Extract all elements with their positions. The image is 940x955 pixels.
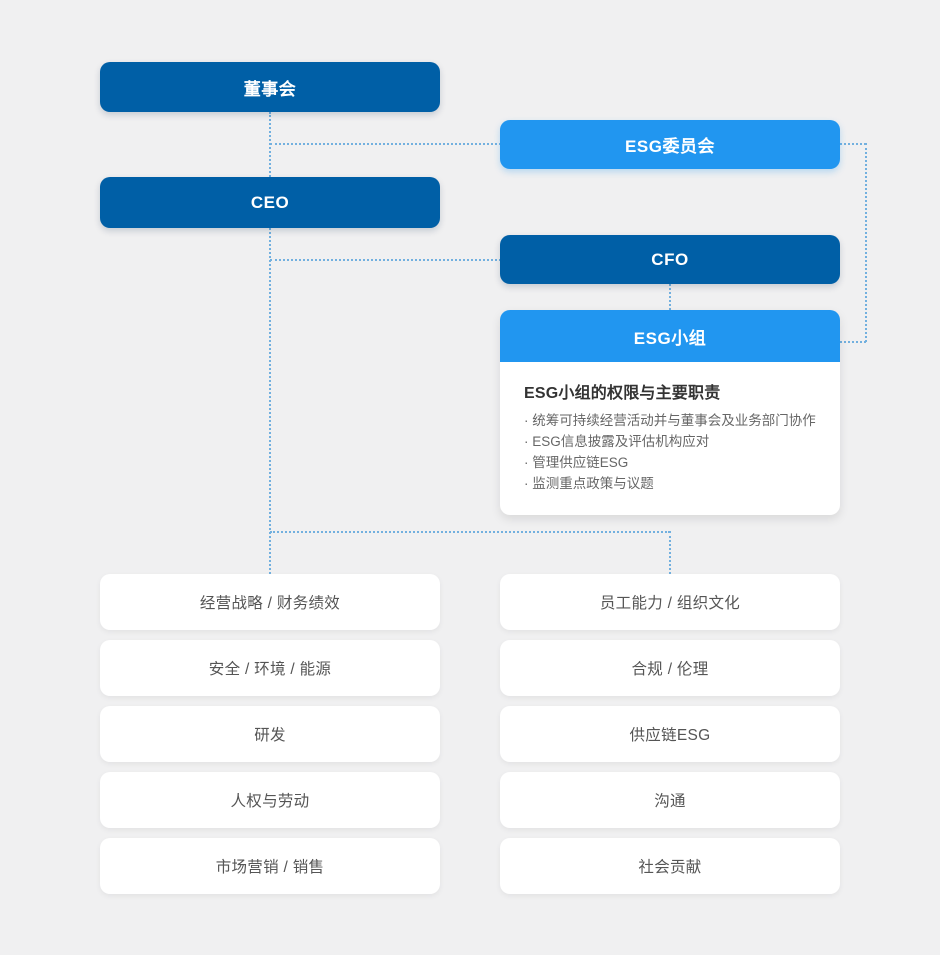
department-card: 沟通: [500, 772, 840, 828]
esg-team-duties-title: ESG小组的权限与主要职责: [524, 385, 721, 402]
esg-team-node: ESG小组: [500, 310, 840, 362]
departments-column-right: 员工能力 / 组织文化合规 / 伦理供应链ESG 沟通社会贡献: [500, 574, 840, 894]
department-card: 研发: [100, 706, 440, 762]
esg-committee-node: ESG委员会: [500, 120, 840, 169]
connector-board-to-esg-committee: [270, 143, 501, 145]
connector-ceo-to-departments: [269, 228, 271, 574]
esg-committee-label: ESG委员会: [625, 137, 715, 156]
ceo-label: CEO: [250, 192, 290, 212]
board-of-directors-label: 董事会: [243, 79, 297, 99]
department-card: 安全 / 环境 / 能源: [100, 640, 440, 696]
connector-esg-committee-right: [840, 143, 866, 145]
esg-team-panel: ESG小组 ESG小组的权限与主要职责 · 统筹可持续经营活动并与董事会及业务部…: [500, 310, 840, 515]
department-card: 员工能力 / 组织文化: [500, 574, 840, 630]
esg-team-duties-list: · 统筹可持续经营活动并与董事会及业务部门协作 · ESG信息披露及评估机构应对 ·…: [524, 410, 818, 494]
department-card: 经营战略 / 财务绩效: [100, 574, 440, 630]
connector-departments-branch: [270, 531, 670, 533]
department-card: 人权与劳动: [100, 772, 440, 828]
departments-column-left: 经营战略 / 财务绩效安全 / 环境 / 能源研发人权与劳动市场营销 / 销售: [100, 574, 440, 894]
connector-branch-to-right-column: [669, 531, 671, 574]
esg-team-label: ESG小组: [633, 328, 707, 348]
department-card: 供应链ESG: [500, 706, 840, 762]
department-card: 社会贡献: [500, 838, 840, 894]
duty-item: · 管理供应链ESG: [524, 455, 629, 470]
esg-team-duties-body: ESG小组的权限与主要职责 · 统筹可持续经营活动并与董事会及业务部门协作 · E…: [500, 362, 840, 515]
connector-esg-committee-side-down: [865, 143, 867, 342]
duty-item: · 监测重点政策与议题: [524, 476, 654, 491]
duty-item: · 统筹可持续经营活动并与董事会及业务部门协作: [524, 413, 816, 428]
duty-item: · ESG信息披露及评估机构应对: [524, 434, 710, 449]
cfo-node: CFO: [500, 235, 840, 284]
cfo-label: CFO: [651, 249, 689, 269]
department-card: 市场营销 / 销售: [100, 838, 440, 894]
board-of-directors-node: 董事会: [100, 62, 440, 112]
connector-cfo-to-esg-team: [669, 284, 671, 310]
connector-ceo-to-cfo: [270, 259, 501, 261]
department-card: 合规 / 伦理: [500, 640, 840, 696]
connector-side-to-esg-team: [840, 341, 866, 343]
ceo-node: CEO: [100, 177, 440, 228]
